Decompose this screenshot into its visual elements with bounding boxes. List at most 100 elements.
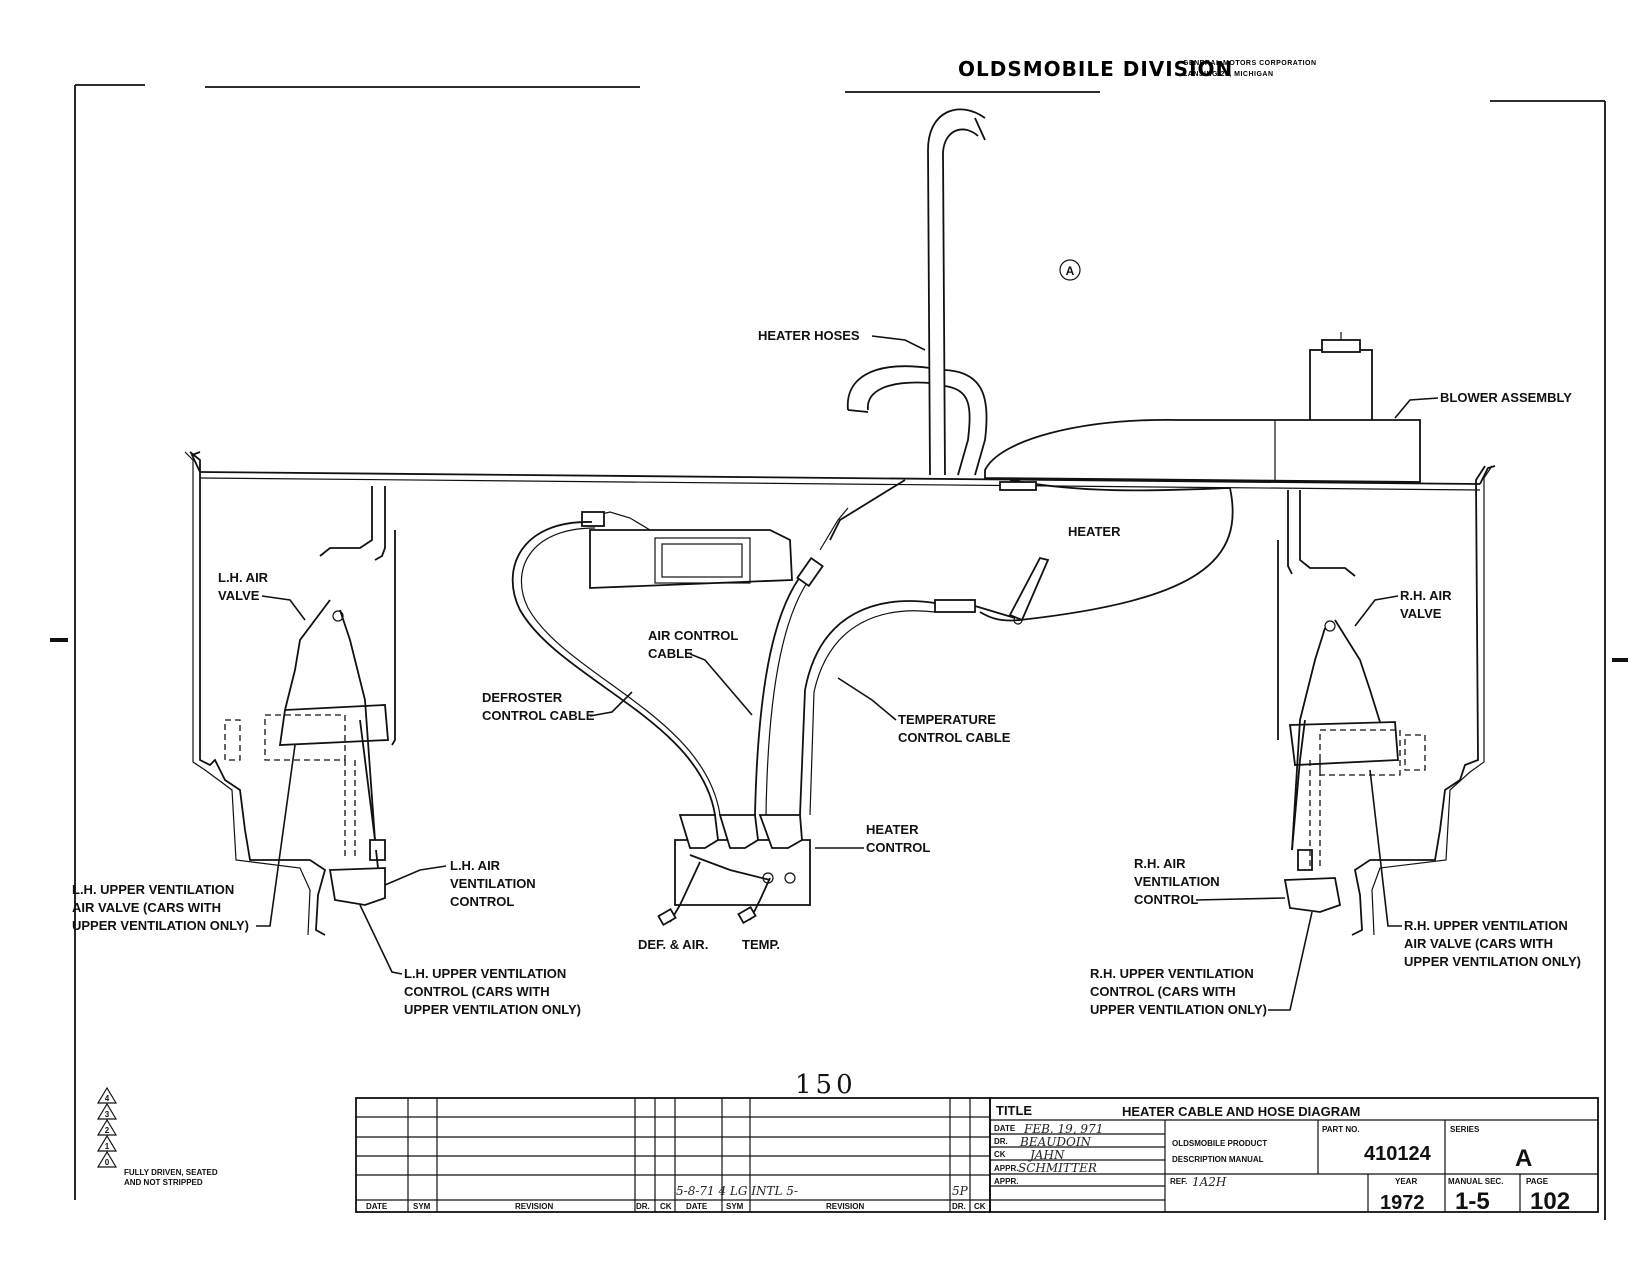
label-heater-hoses: HEATER HOSES	[758, 328, 926, 351]
sheet-border	[50, 84, 1628, 1220]
label-lh-air-vent-control: L.H. AIR VENTILATION CONTROL	[384, 858, 536, 909]
page-number: 150	[795, 1070, 857, 1100]
svg-text:CONTROL: CONTROL	[1134, 892, 1198, 907]
svg-text:UPPER VENTILATION ONLY): UPPER VENTILATION ONLY)	[1404, 954, 1581, 969]
svg-text:R.H. UPPER VENTILATION: R.H. UPPER VENTILATION	[1090, 966, 1254, 981]
view-marker: A	[1059, 259, 1081, 281]
svg-text:AIR VALVE (CARS WITH: AIR VALVE (CARS WITH	[72, 900, 221, 915]
reference: 1A2H	[1192, 1175, 1227, 1189]
svg-text:L.H. AIR: L.H. AIR	[450, 858, 501, 873]
heater-core	[581, 479, 1234, 622]
svg-text:CK: CK	[660, 1202, 672, 1211]
svg-text:PART NO.: PART NO.	[1322, 1125, 1360, 1134]
heater-control-unit	[657, 814, 811, 927]
blower-assembly	[984, 332, 1421, 483]
label-air-control-cable: AIR CONTROL CABLE	[648, 628, 753, 716]
svg-text:UPPER VENTILATION ONLY): UPPER VENTILATION ONLY)	[72, 918, 249, 933]
manual-name: OLDSMOBILE PRODUCT	[1172, 1139, 1267, 1148]
label-rh-upper-vent-control: R.H. UPPER VENTILATION CONTROL (CARS WIT…	[1090, 911, 1313, 1017]
approved-by: SCHMITTER	[1018, 1161, 1097, 1175]
svg-text:AIR VALVE (CARS WITH: AIR VALVE (CARS WITH	[1404, 936, 1553, 951]
svg-text:TEMPERATURE: TEMPERATURE	[898, 712, 996, 727]
svg-text:SYM: SYM	[726, 1202, 744, 1211]
legend-marker: 1	[96, 1134, 118, 1152]
svg-text:2: 2	[105, 1126, 110, 1135]
svg-text:REVISION: REVISION	[826, 1202, 864, 1211]
legend-marker: 3	[96, 1102, 118, 1120]
revision-initials: 5P	[952, 1184, 969, 1198]
label-heater: HEATER	[1068, 524, 1121, 539]
drawing-title: HEATER CABLE AND HOSE DIAGRAM	[1122, 1104, 1360, 1119]
svg-text:0: 0	[105, 1158, 110, 1167]
heater-hoses	[846, 108, 988, 476]
svg-text:CONTROL: CONTROL	[450, 894, 514, 909]
svg-text:YEAR: YEAR	[1395, 1177, 1417, 1186]
label-temperature-control-cable: TEMPERATURE CONTROL CABLE	[837, 677, 1011, 745]
svg-text:VENTILATION: VENTILATION	[450, 876, 536, 891]
legend: 4 3 2 1 0 FULLY DRIVEN, SEATED AND NOT S…	[96, 1086, 218, 1187]
svg-text:CONTROL (CARS WITH: CONTROL (CARS WITH	[1090, 984, 1236, 999]
svg-text:R.H. AIR: R.H. AIR	[1134, 856, 1186, 871]
svg-text:UPPER VENTILATION ONLY): UPPER VENTILATION ONLY)	[404, 1002, 581, 1017]
svg-text:R.H. AIR: R.H. AIR	[1400, 588, 1452, 603]
svg-text:PAGE: PAGE	[1526, 1177, 1549, 1186]
left-air-valve-assembly	[184, 451, 396, 936]
corporation-address: LANSING 21, MICHIGAN	[1183, 71, 1274, 78]
svg-text:DR.: DR.	[994, 1137, 1008, 1146]
label-lh-upper-vent-valve: L.H. UPPER VENTILATION AIR VALVE (CARS W…	[72, 744, 296, 933]
view-marker-letter: A	[1066, 264, 1075, 278]
legend-note: AND NOT STRIPPED	[124, 1178, 203, 1187]
label-heater-control: HEATER CONTROL	[815, 822, 930, 855]
checked-by: JAHN	[1027, 1148, 1065, 1162]
svg-text:DATE: DATE	[366, 1202, 388, 1211]
svg-text:DATE: DATE	[686, 1202, 708, 1211]
svg-text:1: 1	[105, 1142, 110, 1151]
corporation-name: GENERAL MOTORS CORPORATION	[1183, 60, 1317, 67]
series-letter: A	[1515, 1145, 1532, 1172]
svg-text:MANUAL SEC.: MANUAL SEC.	[1448, 1177, 1503, 1186]
svg-text:BLOWER ASSEMBLY: BLOWER ASSEMBLY	[1440, 390, 1572, 405]
svg-text:TEMP.: TEMP.	[742, 937, 780, 952]
svg-text:CONTROL CABLE: CONTROL CABLE	[482, 708, 595, 723]
svg-text:DEF. & AIR.: DEF. & AIR.	[638, 937, 708, 952]
title-label: TITLE	[996, 1103, 1032, 1118]
svg-text:L.H. UPPER VENTILATION: L.H. UPPER VENTILATION	[72, 882, 234, 897]
control-cables	[511, 507, 1050, 816]
revision-entry: 5-8-71 4 LG INTL 5-	[676, 1184, 798, 1198]
svg-text:VALVE: VALVE	[218, 588, 260, 603]
svg-text:DATE: DATE	[994, 1124, 1016, 1133]
svg-text:CK: CK	[994, 1150, 1006, 1159]
svg-text:CABLE: CABLE	[648, 646, 693, 661]
svg-text:APPR.: APPR.	[994, 1164, 1018, 1173]
right-air-valve-assembly	[1277, 465, 1493, 936]
svg-text:DR.: DR.	[952, 1202, 966, 1211]
drawn-by: BEAUDOIN	[1019, 1135, 1092, 1149]
svg-text:HEATER HOSES: HEATER HOSES	[758, 328, 860, 343]
legend-marker: 4	[96, 1086, 118, 1104]
svg-text:VENTILATION: VENTILATION	[1134, 874, 1220, 889]
manual-name: DESCRIPTION MANUAL	[1172, 1155, 1264, 1164]
svg-text:L.H. UPPER VENTILATION: L.H. UPPER VENTILATION	[404, 966, 566, 981]
firewall-panel	[190, 451, 1496, 491]
label-rh-air-vent-control: R.H. AIR VENTILATION CONTROL	[1134, 856, 1286, 907]
svg-text:REF.: REF.	[1170, 1177, 1187, 1186]
svg-text:HEATER: HEATER	[1068, 524, 1121, 539]
svg-text:AIR CONTROL: AIR CONTROL	[648, 628, 738, 643]
svg-text:CONTROL CABLE: CONTROL CABLE	[898, 730, 1011, 745]
label-lh-air-valve: L.H. AIR VALVE	[218, 570, 306, 621]
svg-text:4: 4	[105, 1094, 110, 1103]
svg-text:DEFROSTER: DEFROSTER	[482, 690, 563, 705]
label-blower-assembly: BLOWER ASSEMBLY	[1394, 390, 1572, 419]
revision-block: DATE SYM REVISION DR. CK DATE SYM REVISI…	[355, 1097, 991, 1213]
label-temp: TEMP.	[742, 937, 780, 952]
svg-text:R.H. UPPER VENTILATION: R.H. UPPER VENTILATION	[1404, 918, 1568, 933]
svg-text:3: 3	[105, 1110, 110, 1119]
label-lh-upper-vent-control: L.H. UPPER VENTILATION CONTROL (CARS WIT…	[359, 904, 581, 1017]
svg-text:UPPER VENTILATION ONLY): UPPER VENTILATION ONLY)	[1090, 1002, 1267, 1017]
page-code: 102	[1530, 1188, 1570, 1215]
svg-text:SYM: SYM	[413, 1202, 431, 1211]
drawing-date: FEB. 19, 971	[1023, 1122, 1103, 1136]
svg-text:CK: CK	[974, 1202, 986, 1211]
legend-marker: 0	[96, 1150, 118, 1168]
